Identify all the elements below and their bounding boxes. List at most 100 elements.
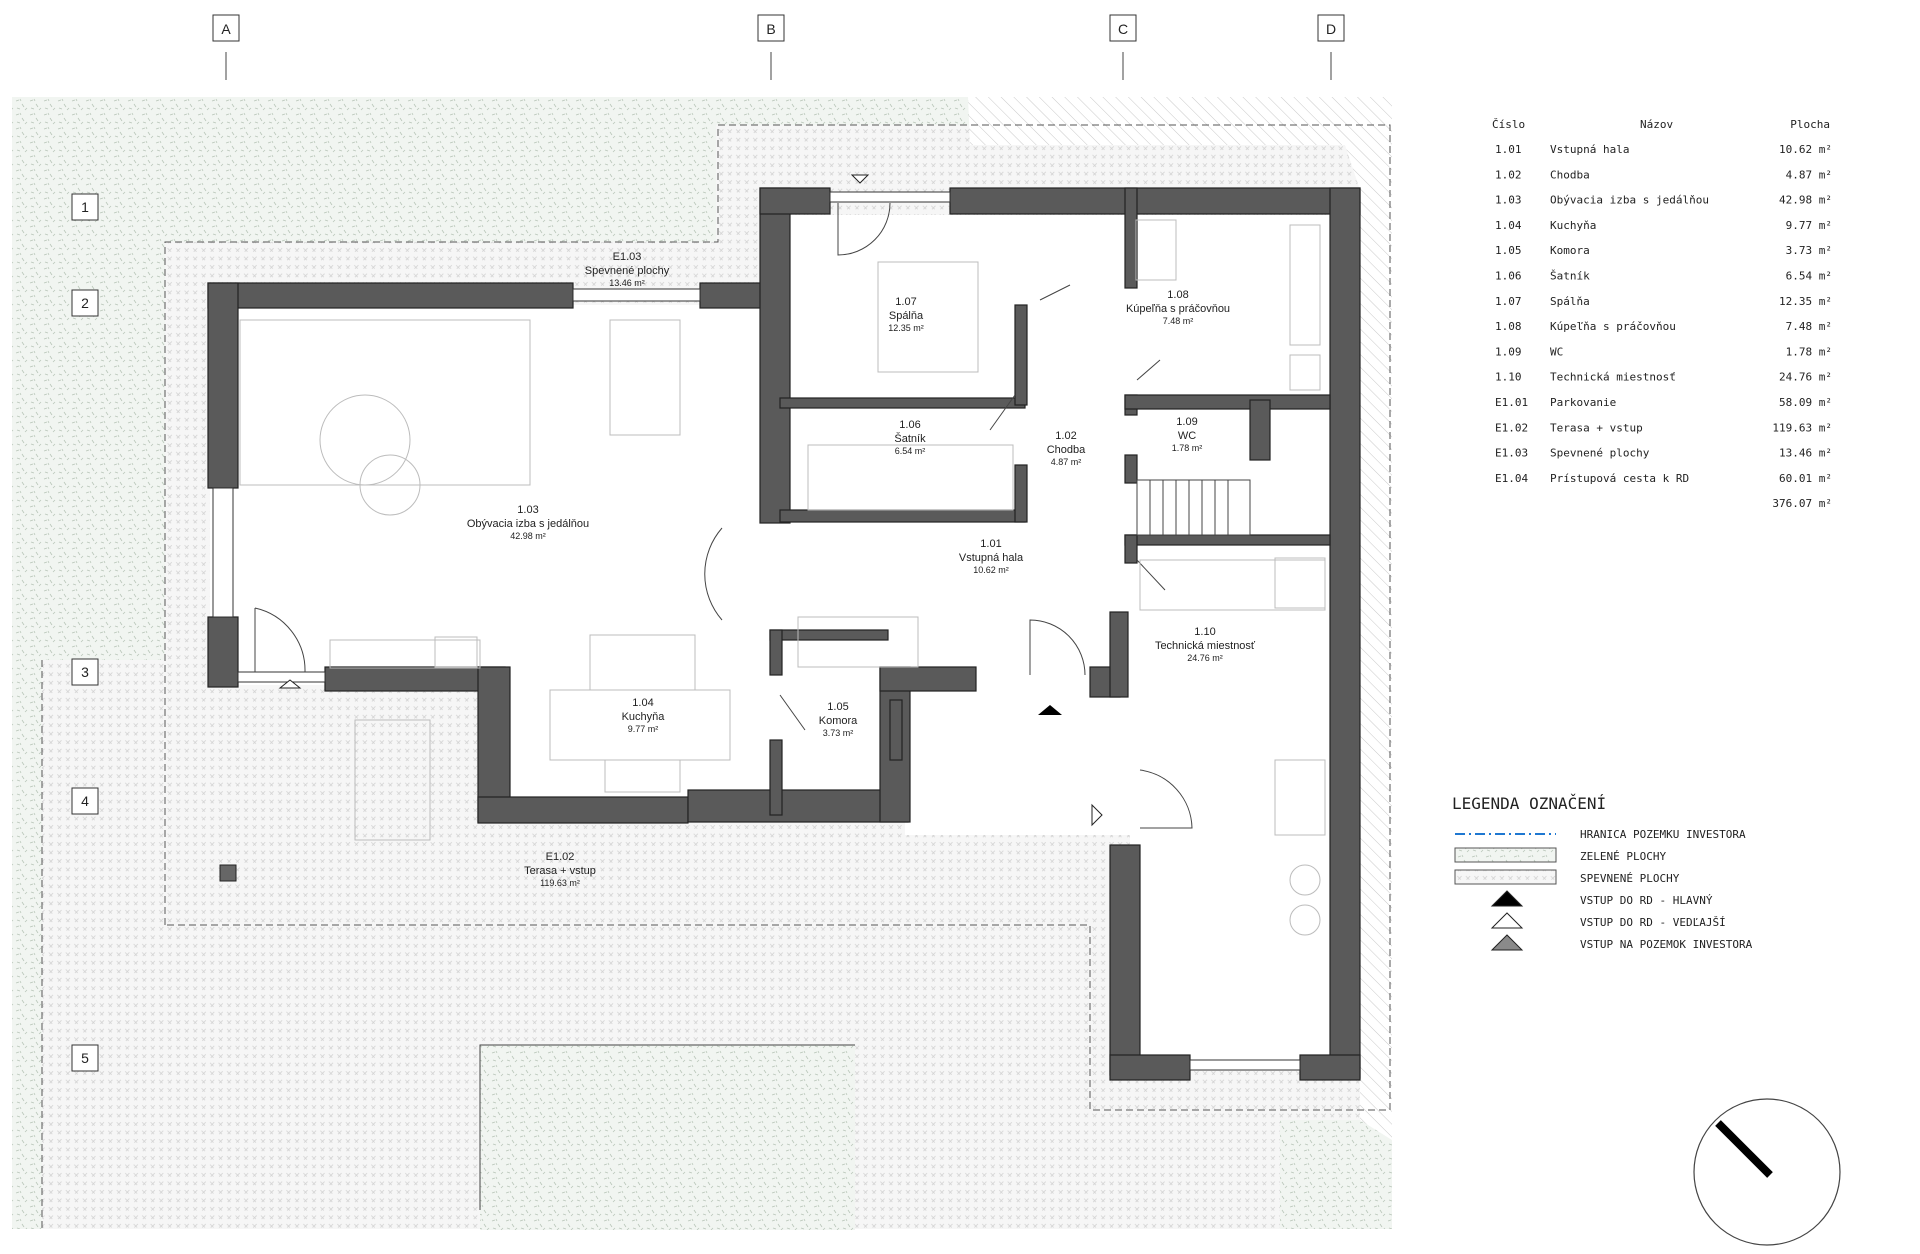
row-name: Spálňa [1550, 295, 1590, 308]
grid-column-b: B [757, 14, 785, 42]
grid-label-box [71, 787, 99, 815]
row-number: 1.09 [1495, 345, 1522, 358]
main-entry-marker [1038, 705, 1062, 715]
legend-label: HRANICA POZEMKU INVESTORA [1580, 828, 1746, 841]
legend-label: ZELENÉ PLOCHY [1580, 850, 1666, 863]
room-name: Kuchyňa [622, 711, 666, 723]
windows [212, 191, 1301, 1071]
staircase [1136, 479, 1251, 536]
grid-row-label: 3 [81, 664, 89, 680]
row-area: 10.62 m² [1779, 143, 1832, 156]
grid-row-label: 1 [81, 199, 89, 215]
room-name: Chodba [1047, 444, 1086, 456]
grid-row-label: 4 [81, 793, 89, 809]
row-number: 1.10 [1495, 371, 1522, 384]
legend-swatch [1490, 912, 1524, 929]
row-number: 1.01 [1495, 143, 1522, 156]
garden-bed [480, 1045, 855, 1230]
schedule-total: 376.07 m² [1772, 497, 1832, 510]
row-name: Obývacia izba s jedálňou [1550, 194, 1709, 207]
row-name: Kuchyňa [1550, 219, 1596, 232]
side-entry-marker-east [1091, 803, 1103, 827]
row-number: 1.03 [1495, 194, 1522, 207]
grid-label-box [757, 14, 785, 42]
room-number: E1.03 [613, 251, 642, 263]
room-area: 6.54 m² [895, 446, 926, 456]
grid-row-2: 2 [71, 289, 99, 317]
grid-label-box [212, 14, 240, 42]
row-name: Spevnené plochy [1550, 447, 1650, 460]
room-number: 1.01 [980, 538, 1001, 550]
room-area: 3.73 m² [823, 728, 854, 738]
building-outline-dashed [164, 124, 1391, 1111]
furniture [239, 219, 1326, 936]
header-area: Plocha [1790, 118, 1830, 131]
room-area: 24.76 m² [1187, 653, 1223, 663]
room-name: Technická miestnosť [1155, 640, 1256, 652]
header-name: Názov [1640, 118, 1673, 131]
room-name: WC [1178, 430, 1196, 442]
row-area: 119.63 m² [1772, 421, 1832, 434]
grid-row-3: 3 [71, 658, 99, 686]
room-number: 1.07 [895, 296, 916, 308]
row-number: 1.02 [1495, 168, 1522, 181]
side-entry-marker [278, 679, 302, 689]
row-area: 42.98 m² [1779, 194, 1832, 207]
row-number: 1.06 [1495, 270, 1522, 283]
room-area: 42.98 m² [510, 531, 546, 541]
grid-column-label: B [766, 21, 775, 37]
row-area: 12.35 m² [1779, 295, 1832, 308]
walls [207, 187, 1361, 1081]
row-name: Kúpeľňa s práčovňou [1550, 320, 1676, 333]
room-area: 4.87 m² [1051, 457, 1082, 467]
row-area: 58.09 m² [1779, 396, 1832, 409]
room-number: 1.09 [1176, 416, 1197, 428]
room-area: 119.63 m² [540, 878, 580, 888]
side-entry-marker-north [850, 174, 870, 184]
legend-item-boundary: HRANICA POZEMKU INVESTORA [1455, 828, 1746, 841]
grid-row-label: 5 [81, 1050, 89, 1066]
room-number: 1.03 [517, 504, 538, 516]
grid-label-box [71, 193, 99, 221]
legend-swatch [1490, 934, 1524, 951]
schedule-row: 1.01 Vstupná hala 10.62 m² [1495, 143, 1832, 156]
row-number: 1.04 [1495, 219, 1522, 232]
doors [254, 202, 1193, 829]
room-number: 1.08 [1167, 289, 1188, 301]
row-number: 1.05 [1495, 244, 1522, 257]
room-number: 1.06 [899, 419, 920, 431]
grid-axes [225, 52, 1332, 80]
legend-swatch [1454, 869, 1557, 885]
row-name: Parkovanie [1550, 396, 1616, 409]
row-number: 1.07 [1495, 295, 1522, 308]
legend-label: VSTUP DO RD - HLAVNÝ [1580, 894, 1713, 907]
grid-column-label: C [1118, 21, 1128, 37]
legend-item-side_entry: VSTUP DO RD - VEDĽAJŠÍ [1490, 912, 1726, 929]
north-arrow-needle [1715, 1120, 1773, 1178]
room-number: 1.05 [827, 701, 848, 713]
row-name: Technická miestnosť [1550, 371, 1676, 384]
room-name: Obývacia izba s jedálňou [467, 518, 589, 530]
row-name: Šatník [1550, 270, 1590, 283]
row-area: 7.48 m² [1786, 320, 1832, 333]
room-number: E1.02 [546, 851, 575, 863]
row-name: Vstupná hala [1550, 143, 1629, 156]
